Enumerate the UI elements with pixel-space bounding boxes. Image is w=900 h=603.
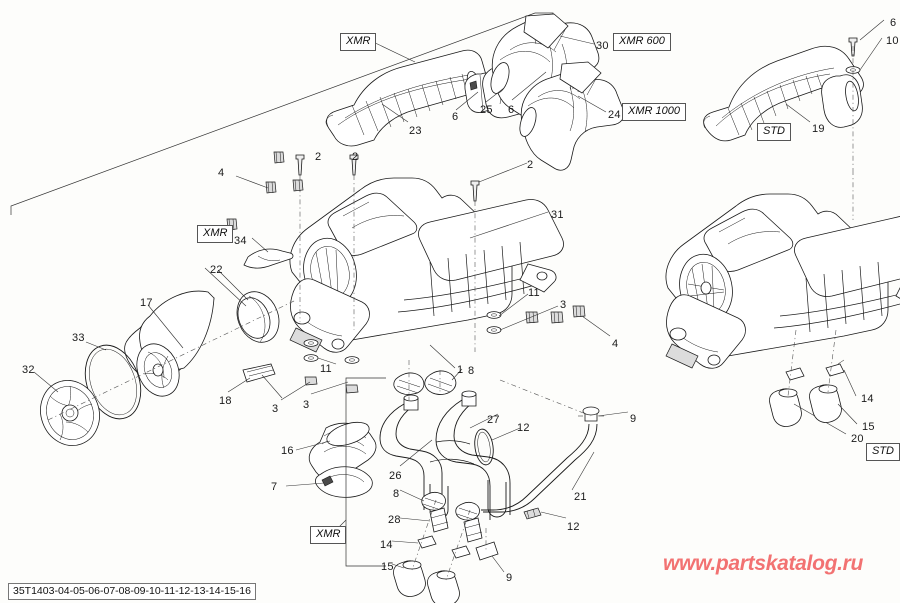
airbox-assembly-std-artwork bbox=[665, 170, 900, 369]
callout-14-clip-std: 14 bbox=[861, 393, 874, 405]
variant-tag-xmr-breather: XMR bbox=[310, 526, 347, 544]
callout-17-filter-element: 17 bbox=[140, 297, 153, 309]
filter-element-17-artwork bbox=[124, 290, 215, 397]
callout-9-fitting-lower: 9 bbox=[506, 572, 513, 584]
callout-30-elbow-xmr600: 30 bbox=[596, 40, 609, 52]
part-code-plate: 35T1403-04-05-06-07-08-09-10-11-12-13-14… bbox=[8, 583, 256, 600]
callout-12-o-ring-upper: 12 bbox=[517, 422, 530, 434]
clamp-8-hose-artwork bbox=[393, 360, 425, 400]
fitting-9-tube-21-artwork bbox=[475, 379, 629, 573]
clamp-8-upper-artwork bbox=[424, 368, 463, 395]
callout-12-o-ring-lower: 12 bbox=[567, 521, 580, 533]
filter-seal-22-artwork bbox=[217, 269, 280, 343]
std-clips-caps-artwork bbox=[769, 329, 858, 435]
callout-28-valve: 28 bbox=[388, 514, 401, 526]
variant-tag-std-breather: STD bbox=[866, 443, 900, 461]
callout-3-nut-left: 3 bbox=[303, 399, 310, 411]
callout-8-clamp-upper: 8 bbox=[468, 365, 475, 377]
callout-4-grommet-right: 4 bbox=[612, 338, 619, 350]
callout-31-airbox-assembly: 31 bbox=[551, 209, 564, 221]
callout-32-filter-end-cap: 32 bbox=[22, 364, 35, 376]
callout-33-o-ring-filter: 33 bbox=[72, 332, 85, 344]
callout-4-grommet-upper: 4 bbox=[218, 167, 225, 179]
washers-11-nuts-3-right-artwork bbox=[486, 293, 611, 337]
variant-tag-xmr-1000: XMR 1000 bbox=[622, 103, 686, 121]
callout-20-cap-std: 20 bbox=[851, 433, 864, 445]
callout-34-deflector-xmr: 34 bbox=[234, 235, 247, 247]
snorkel-xmr-artwork bbox=[325, 49, 487, 147]
callout-22-filter-seal: 22 bbox=[210, 264, 223, 276]
callout-21-tube-long: 21 bbox=[574, 491, 587, 503]
callout-16-boot: 16 bbox=[281, 445, 294, 457]
clip-18-artwork bbox=[227, 363, 276, 393]
callout-11-washer-left: 11 bbox=[320, 363, 332, 375]
o-ring-12-artwork bbox=[474, 427, 567, 520]
callout-1-airbox-cover: 1 bbox=[457, 364, 464, 376]
deflector-34-artwork bbox=[243, 237, 294, 269]
variant-tag-xmr-600: XMR 600 bbox=[613, 33, 671, 51]
screws-2-artwork bbox=[295, 154, 528, 352]
callout-27-hose-vent: 27 bbox=[487, 414, 500, 426]
callout-11-washer-right: 11 bbox=[528, 287, 540, 299]
drain-valves-lower-artwork bbox=[391, 489, 483, 603]
variant-tag-std-duct: STD bbox=[757, 123, 791, 141]
variant-tag-xmr-deflector: XMR bbox=[197, 225, 234, 243]
callout-18-clip: 18 bbox=[219, 395, 232, 407]
callout-9-fitting-upper: 9 bbox=[630, 413, 637, 425]
intake-boot-16-artwork bbox=[295, 421, 377, 480]
callout-25-coupler: 25 bbox=[480, 104, 493, 116]
callout-6-clamp-right: 6 bbox=[508, 104, 515, 116]
washers-11-nuts-3-left-artwork bbox=[280, 339, 360, 401]
callout-3-nut-right: 3 bbox=[560, 299, 567, 311]
callout-2-screw-left: 2 bbox=[315, 151, 322, 163]
callout-15-cap-std: 15 bbox=[862, 421, 875, 433]
airbox-assembly-31-artwork bbox=[289, 177, 564, 353]
callout-23-snorkel-xmr: 23 bbox=[409, 125, 422, 137]
callout-2-screw-right: 2 bbox=[527, 159, 534, 171]
callout-7-clamp-boot: 7 bbox=[271, 481, 278, 493]
callout-10-washer-top-right: 10 bbox=[886, 35, 899, 47]
callout-3-nut-far-left: 3 bbox=[272, 403, 279, 415]
callout-19-intake-duct-std: 19 bbox=[812, 123, 825, 135]
callout-14-clip-left: 14 bbox=[380, 539, 393, 551]
filter-end-cap-32-artwork bbox=[33, 371, 100, 446]
callout-15-cap-left: 15 bbox=[381, 561, 394, 573]
site-watermark: www.partskatalog.ru bbox=[663, 552, 864, 575]
callout-6-screw-top-right: 6 bbox=[890, 17, 897, 29]
callout-8-clamp-lower: 8 bbox=[393, 488, 400, 500]
callout-6-clamp-left: 6 bbox=[452, 111, 459, 123]
clamp-7-artwork bbox=[285, 466, 373, 498]
variant-tag-xmr-intake-duct: XMR bbox=[340, 33, 377, 51]
intake-duct-19-std-artwork bbox=[703, 45, 864, 142]
elbow-24-xmr1000-artwork bbox=[519, 61, 625, 171]
callout-24-elbow-xmr1000: 24 bbox=[608, 109, 621, 121]
callout-26-hose-breather: 26 bbox=[389, 470, 402, 482]
grommets-4-artwork bbox=[226, 151, 304, 231]
callout-2-screw-mid: 2 bbox=[352, 151, 359, 163]
